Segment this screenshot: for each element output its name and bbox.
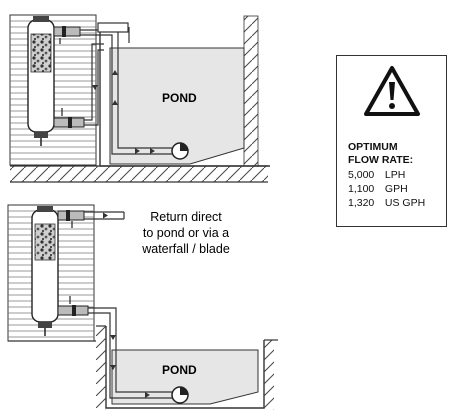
flow-rate-value: 1,100 [348, 183, 375, 195]
flow-rate-unit: US GPH [384, 197, 426, 209]
bottom-pump [171, 386, 189, 404]
return-arrows [103, 212, 108, 219]
bottom-pond-structure [8, 325, 278, 410]
bottom-flow-arrows [110, 335, 150, 398]
top-pipework [80, 22, 172, 155]
flow-rate-title-line-2: FLOW RATE: [348, 154, 414, 166]
top-pond-structure [10, 15, 270, 183]
return-note: Return direct to pond or via a waterfall… [141, 210, 230, 256]
flow-rate-row-gph: 1,100 GPH [348, 183, 408, 195]
top-pond-label: POND [162, 91, 197, 105]
bottom-pond-water [111, 349, 259, 405]
return-pipe [84, 211, 125, 220]
flow-rate-panel: OPTIMUM FLOW RATE: 5,000 LPH 1,100 GPH 1… [336, 55, 447, 227]
flow-rate-row-us-gph: 1,320 US GPH [348, 197, 425, 209]
bottom-installation: POND Return direct to pond or via a wate… [7, 204, 278, 410]
bottom-pipework [88, 307, 172, 399]
flow-rate-unit: GPH [384, 183, 408, 195]
top-pump [171, 142, 189, 160]
bottom-filter-vessel [31, 206, 59, 336]
return-note-line-2: to pond or via a [143, 226, 229, 240]
top-installation: POND [9, 14, 270, 183]
warning-triangle-icon [364, 66, 420, 116]
bottom-fittings [57, 210, 89, 316]
top-pond-water [109, 47, 245, 165]
flow-rate-row-lph: 5,000 LPH [348, 169, 405, 181]
return-note-line-1: Return direct [150, 210, 222, 224]
return-note-line-3: waterfall / blade [141, 242, 230, 256]
top-flow-arrows [92, 70, 155, 154]
flow-rate-title-line-1: OPTIMUM [348, 141, 398, 153]
top-filter-vessel [27, 16, 55, 146]
flow-rate-value: 1,320 [348, 197, 375, 209]
flow-rate-value: 5,000 [348, 169, 375, 181]
top-fittings [53, 26, 85, 128]
bottom-pond-label: POND [162, 363, 197, 377]
flow-rate-unit: LPH [384, 169, 406, 181]
